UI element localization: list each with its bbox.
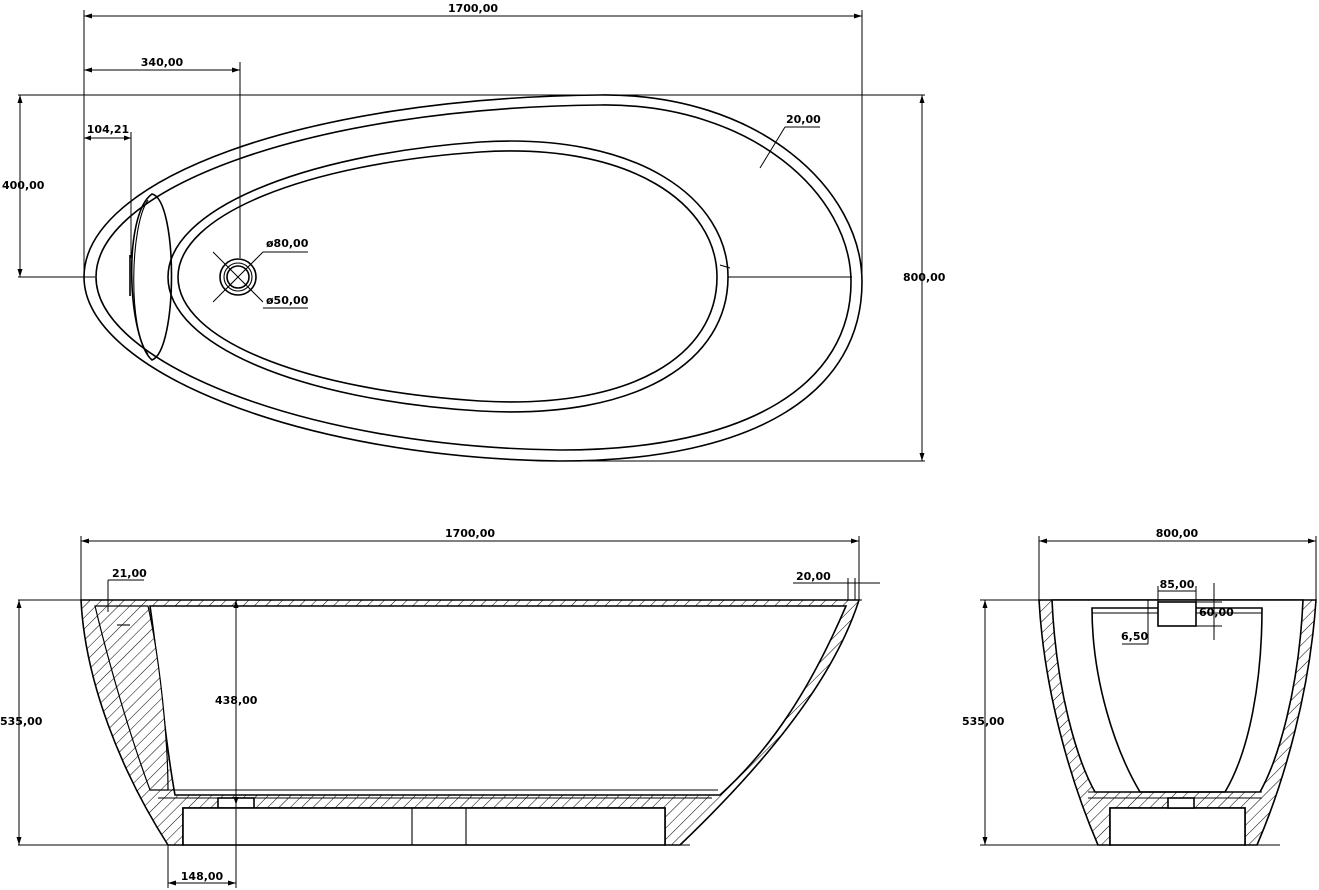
headrest	[130, 193, 173, 361]
side-inner-depth-dimension: 438,00	[215, 694, 258, 707]
drain-outer-diameter-label: ø80,00	[266, 237, 309, 250]
tub-outer-rim	[83, 94, 863, 462]
end-view: 800,00 535,00 85,00 60,00 6,50	[962, 527, 1317, 846]
end-basin-interior	[1051, 599, 1304, 793]
drain-inner-diameter-label: ø50,00	[266, 294, 309, 307]
side-view: 1700,00 21,00 20,00 535,00 438,00 148,00	[0, 527, 880, 888]
side-drain-offset-dimension: 148,00	[181, 870, 224, 883]
side-height-dimension: 535,00	[0, 715, 43, 728]
top-width-dimension: 800,00	[903, 271, 946, 284]
rim-thickness-dimension: 20,00	[786, 113, 821, 126]
side-base-plinth	[182, 807, 666, 846]
end-overflow	[1157, 601, 1197, 627]
half-width-dimension: 400,00	[2, 179, 45, 192]
headrest-offset-dimension: 104,21	[87, 123, 129, 136]
end-width-dimension: 800,00	[1156, 527, 1199, 540]
overflow-height-dimension: 60,00	[1199, 606, 1234, 619]
overflow-width-dimension: 85,00	[1160, 578, 1195, 591]
side-left-wall-dimension: 21,00	[112, 567, 147, 580]
side-length-dimension: 1700,00	[445, 527, 495, 540]
overflow-offset-dimension: 6,50	[1121, 630, 1148, 643]
tub-rim-inner-edge	[95, 104, 852, 451]
top-view: 1700,00 340,00 104,21 400,00 800,00 20,0…	[2, 2, 946, 462]
drain-outer-ring	[219, 258, 257, 296]
drain-inner-ring	[226, 265, 250, 289]
end-height-dimension: 535,00	[962, 715, 1005, 728]
end-base-plinth	[1109, 807, 1246, 846]
side-right-wall-dimension: 20,00	[796, 570, 831, 583]
basin-inner	[177, 150, 718, 403]
drain-offset-dimension: 340,00	[141, 56, 184, 69]
top-length-dimension: 1700,00	[448, 2, 498, 15]
basin-outer	[167, 140, 729, 413]
